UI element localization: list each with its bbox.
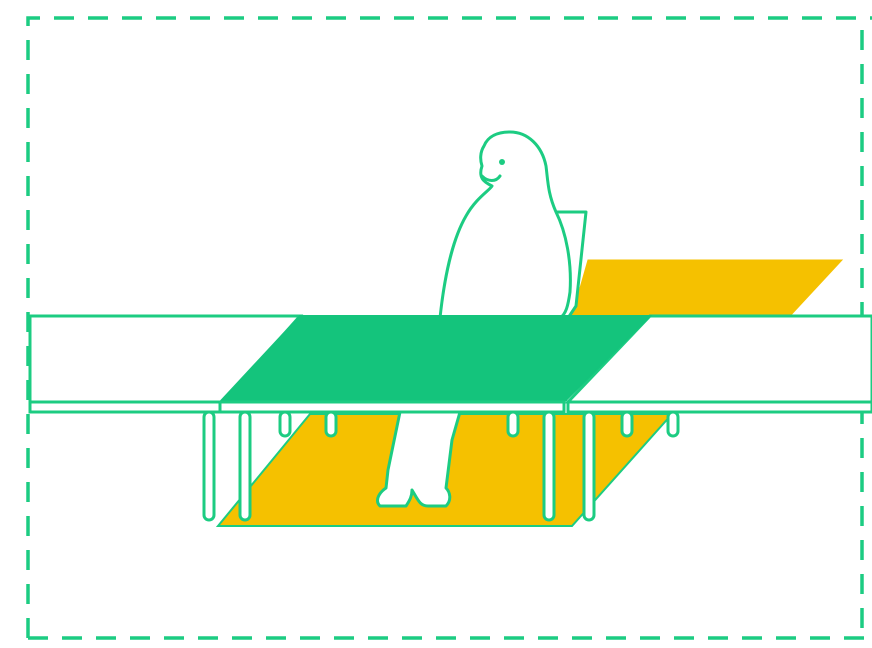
table-leg-6 [544,412,554,520]
table-leg-4 [326,412,336,436]
table-leg-3 [280,412,290,436]
table-leg-9 [668,412,678,436]
tabletop-front-edge [220,402,564,412]
table-leg-5 [508,412,518,436]
bench-edge-left [30,402,220,412]
bench-edge-right [568,402,872,412]
seated-person-body [440,132,570,318]
person-eye [499,159,505,165]
table-leg-7 [584,412,594,520]
table-leg-8 [622,412,632,436]
table-leg-2 [240,412,250,520]
back-floor-mat [572,260,842,316]
table-leg-1 [204,412,214,520]
